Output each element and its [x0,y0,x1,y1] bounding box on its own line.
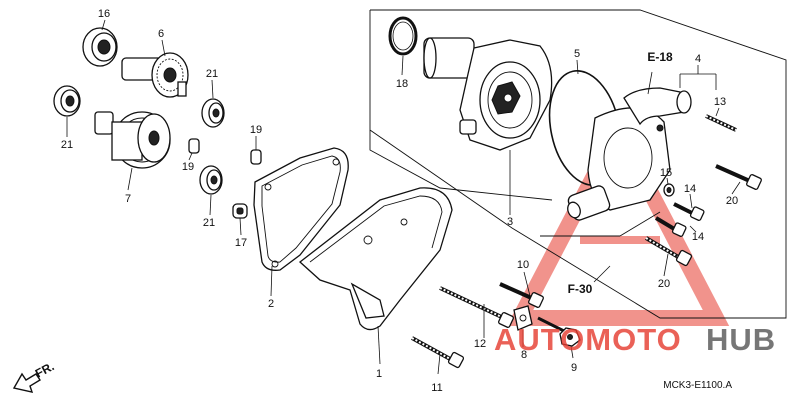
callout-15: 15 [660,167,672,179]
gasket-part-2 [253,147,349,271]
bolt-part-13 [705,114,737,132]
callout-20-upper: 20 [726,195,738,207]
nut-part-9 [537,316,581,347]
callout-7: 7 [125,193,131,205]
pump-cover-part-1 [298,187,453,331]
callout-labels: 16 6 21 21 7 19 19 21 17 2 1 11 12 10 8 … [61,8,738,394]
callout-20-lower: 20 [658,278,670,290]
washer-part-15 [663,183,675,197]
diagram-code: MCK3-E1100.A [663,380,732,391]
watermark-text: AUTOMOTO HUB [494,322,776,357]
bolt-part-14-b [654,216,687,237]
assembly-box [369,9,787,319]
bearing-part-21-low [199,165,223,195]
callout-13: 13 [714,96,726,108]
callout-21-left: 21 [61,139,73,151]
ref-label-f30: F-30 [568,282,593,296]
drive-gear-part-7 [94,111,171,169]
gear-part-6 [121,52,189,98]
bearing-part-21-mid [201,98,225,128]
bearing-part-16 [82,27,118,67]
watermark-part2: HUB [706,322,776,357]
clamp-part-8 [513,305,533,331]
callout-19-right: 19 [250,124,262,136]
bolt-part-20-upper [715,164,762,190]
callout-21-low: 21 [203,217,215,229]
bolt-part-14-a [673,202,705,221]
callout-8: 8 [521,349,527,361]
callout-9: 9 [571,362,577,374]
bolt-part-11 [411,336,465,369]
callout-14-upper: 14 [684,183,696,195]
callout-12: 12 [474,338,486,350]
callout-17: 17 [235,237,247,249]
callout-4: 4 [695,53,701,65]
callout-1: 1 [376,368,382,380]
leader-lines [66,19,741,375]
o-ring-part-18 [388,16,418,56]
ref-label-e18: E-18 [647,50,673,64]
callout-5: 5 [574,48,580,60]
water-pump-part-3 [423,37,553,151]
callout-16: 16 [98,8,110,20]
callout-11: 11 [431,382,442,394]
callout-10: 10 [517,259,529,271]
callout-2: 2 [268,298,274,310]
bolt-part-10 [499,282,544,308]
front-arrow: FR. [12,359,56,393]
callout-14-lower: 14 [692,231,704,243]
dowel-pin-part-19-b [250,149,262,165]
callout-3: 3 [507,216,513,228]
callout-19-left: 19 [182,161,194,173]
bearing-part-21-left [53,85,81,117]
water-pipe-part-4 [623,87,692,132]
watermark-part1: AUTOMOTO [494,322,682,357]
pump-housing [567,107,671,221]
callout-6: 6 [158,28,164,40]
callout-18: 18 [396,78,408,90]
bolt-part-20-lower [644,236,693,267]
grommet-part-17 [232,203,248,219]
callout-21-mid: 21 [206,68,218,80]
dowel-pin-part-19-a [188,138,200,154]
bolt-part-12 [439,286,514,328]
